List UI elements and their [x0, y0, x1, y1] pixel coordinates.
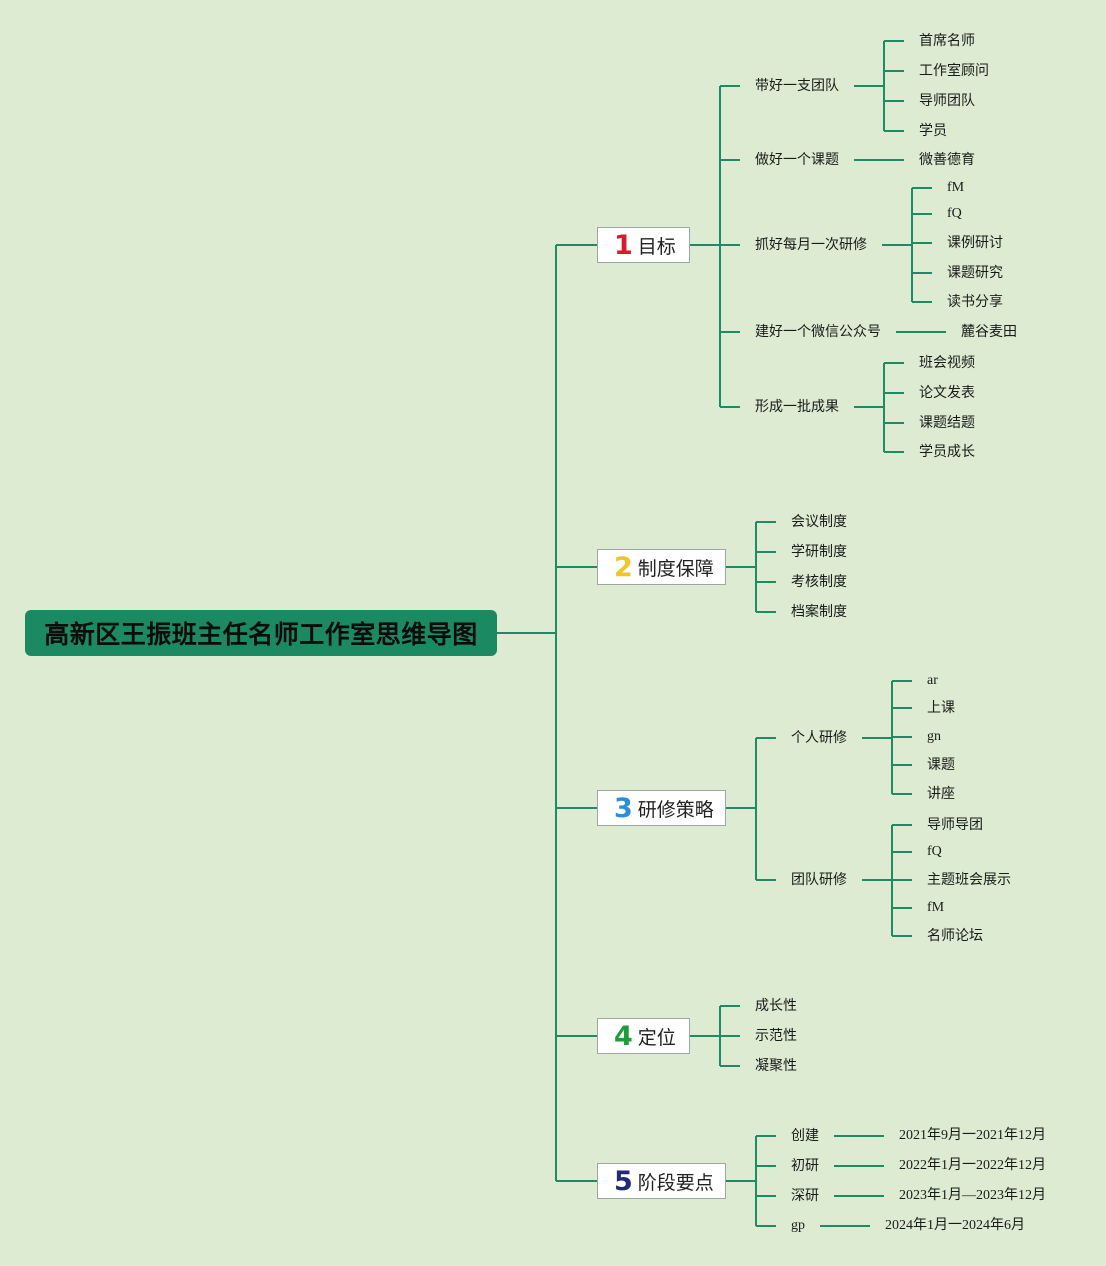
section-number: 3	[614, 792, 633, 824]
section-label: 阶段要点	[637, 1171, 714, 1194]
leaf-node[interactable]: 上课	[927, 700, 955, 716]
branch-node[interactable]: 带好一支团队	[755, 78, 839, 94]
leaf-node[interactable]: ar	[927, 673, 938, 688]
leaf-node[interactable]: 课例研讨	[947, 235, 1003, 251]
leaf-node[interactable]: 学员	[919, 123, 947, 139]
section-node-position[interactable]: 4 定位	[597, 1018, 690, 1054]
leaf-node[interactable]: 2024年1月一2024年6月	[885, 1218, 1025, 1233]
branch-node[interactable]: 考核制度	[791, 574, 847, 590]
branch-node[interactable]: 创建	[791, 1128, 819, 1144]
branch-node[interactable]: 个人研修	[791, 730, 847, 746]
leaf-node[interactable]: 导师团队	[919, 93, 975, 109]
section-number: 5	[614, 1165, 633, 1197]
branch-node[interactable]: 档案制度	[791, 604, 847, 620]
leaf-node[interactable]: 课题研究	[947, 265, 1003, 281]
leaf-node[interactable]: 班会视频	[919, 355, 975, 371]
branch-node[interactable]: 初研	[791, 1158, 819, 1174]
leaf-node[interactable]: 首席名师	[919, 33, 975, 49]
leaf-node[interactable]: 麓谷麦田	[961, 324, 1017, 340]
section-number: 2	[614, 551, 633, 583]
section-label: 制度保障	[637, 557, 714, 580]
section-number: 4	[614, 1020, 633, 1052]
leaf-node[interactable]: fM	[947, 180, 965, 195]
leaf-node[interactable]: fQ	[947, 206, 962, 221]
leaf-node[interactable]: 课题结题	[919, 415, 975, 431]
section-label: 定位	[637, 1026, 676, 1049]
branch-node[interactable]: 抓好每月一次研修	[755, 237, 867, 253]
leaf-node[interactable]: 名师论坛	[927, 928, 983, 944]
leaf-node[interactable]: fM	[927, 900, 945, 915]
branch-node[interactable]: 学研制度	[791, 544, 847, 560]
branch-node[interactable]: 会议制度	[791, 514, 847, 530]
section-label: 目标	[637, 235, 676, 258]
leaf-node[interactable]: 讲座	[927, 786, 955, 802]
branch-node[interactable]: 示范性	[755, 1028, 797, 1044]
root-node[interactable]: 高新区王振班主任名师工作室思维导图	[25, 610, 497, 656]
leaf-node[interactable]: 微善德育	[919, 152, 975, 168]
section-node-strategy[interactable]: 3 研修策略	[597, 790, 726, 826]
leaf-node[interactable]: 导师导团	[927, 817, 983, 833]
leaf-node[interactable]: 读书分享	[947, 294, 1003, 310]
leaf-node[interactable]: fQ	[927, 844, 942, 859]
branch-node[interactable]: 成长性	[755, 998, 797, 1014]
leaf-node[interactable]: 学员成长	[919, 444, 975, 460]
root-title: 高新区王振班主任名师工作室思维导图	[44, 620, 478, 649]
section-node-system[interactable]: 2 制度保障	[597, 549, 726, 585]
leaf-node[interactable]: 2023年1月—2023年12月	[899, 1188, 1046, 1203]
branch-node[interactable]: 建好一个微信公众号	[755, 324, 881, 340]
section-node-goals[interactable]: 1 目标	[597, 227, 690, 263]
leaf-node[interactable]: 工作室顾问	[919, 63, 989, 79]
leaf-node[interactable]: 课题	[927, 757, 955, 773]
branch-node[interactable]: 团队研修	[791, 872, 847, 888]
section-number: 1	[614, 229, 633, 261]
section-label: 研修策略	[637, 798, 714, 821]
leaf-node[interactable]: gn	[927, 729, 941, 744]
leaf-node[interactable]: 2022年1月一2022年12月	[899, 1158, 1046, 1173]
leaf-node[interactable]: 2021年9月一2021年12月	[899, 1128, 1046, 1143]
branch-node[interactable]: 深研	[791, 1188, 819, 1204]
leaf-node[interactable]: 主题班会展示	[927, 872, 1011, 888]
branch-node[interactable]: 凝聚性	[755, 1058, 797, 1074]
leaf-node[interactable]: 论文发表	[919, 385, 975, 401]
branch-node[interactable]: 做好一个课题	[755, 152, 839, 168]
branch-node[interactable]: gp	[791, 1218, 805, 1233]
branch-node[interactable]: 形成一批成果	[755, 399, 839, 415]
section-node-stages[interactable]: 5 阶段要点	[597, 1163, 726, 1199]
